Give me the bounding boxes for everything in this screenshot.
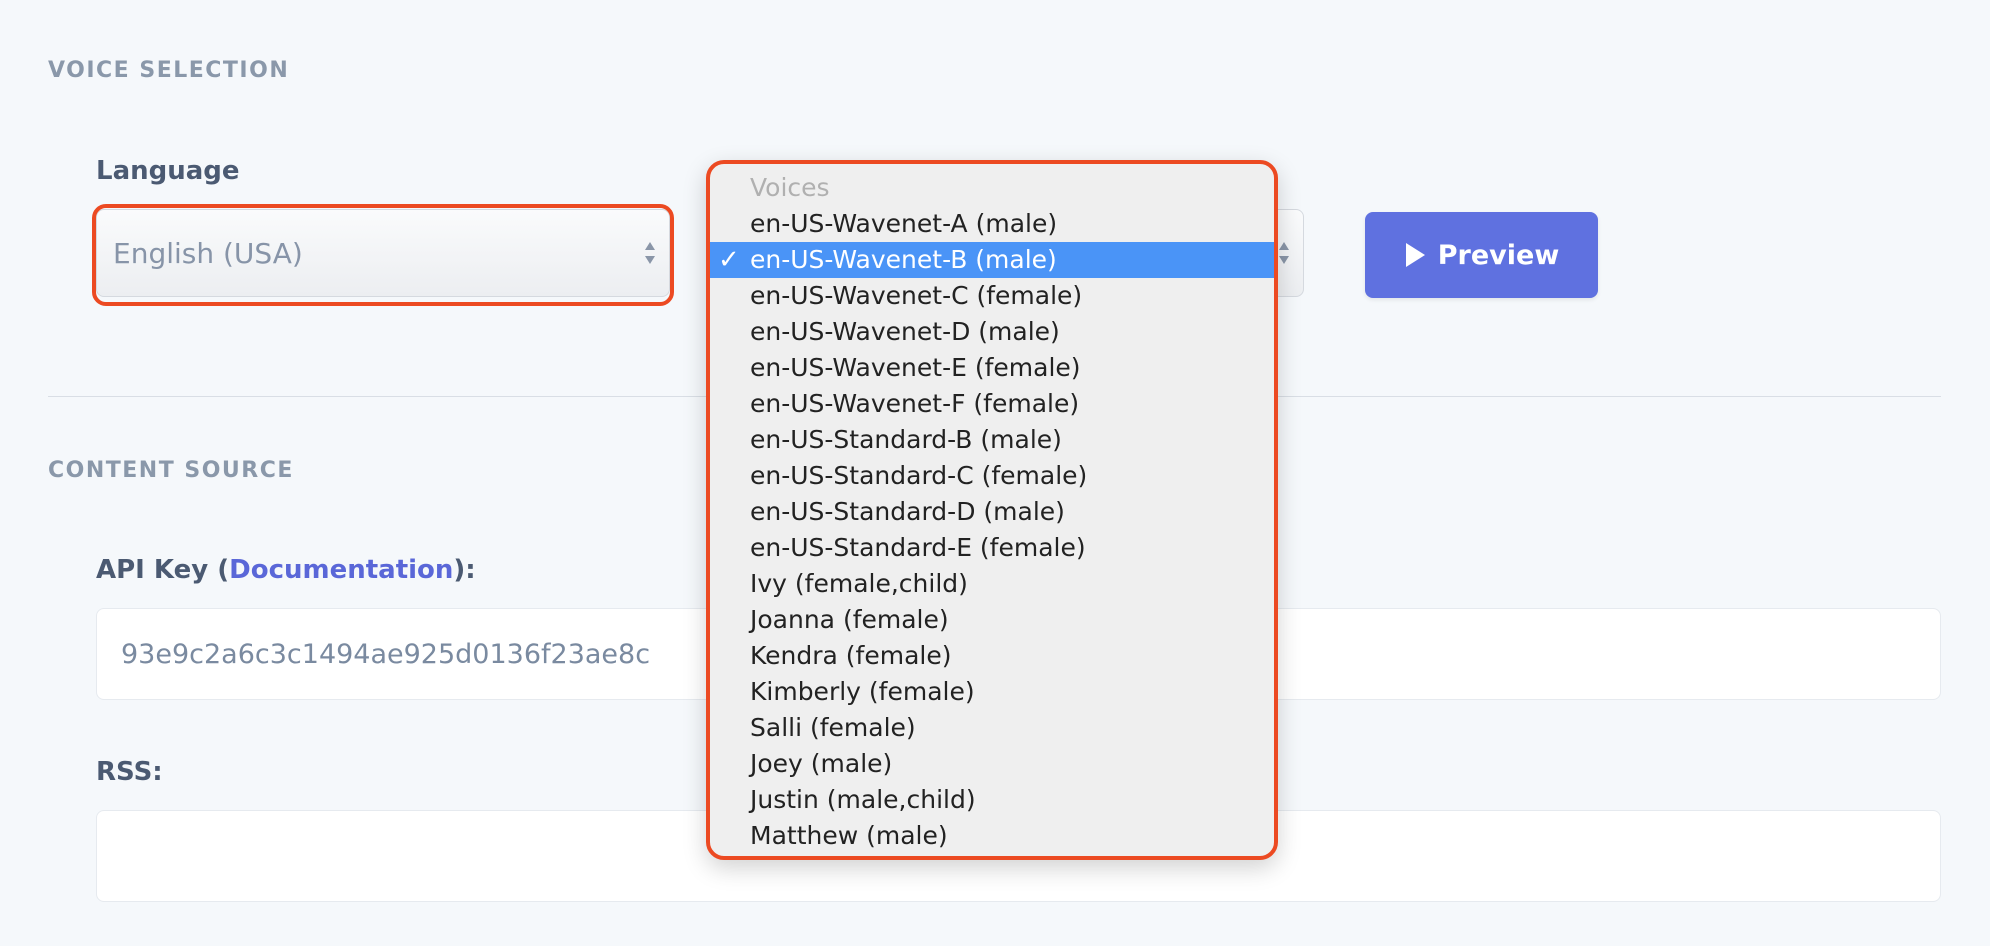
dropdown-option[interactable]: Ivy (female,child) — [710, 566, 1274, 602]
voice-selection-heading: VOICE SELECTION — [48, 58, 290, 83]
api-key-label-suffix: ): — [453, 555, 476, 585]
play-icon — [1405, 243, 1425, 267]
dropdown-option[interactable]: en-US-Standard-C (female) — [710, 458, 1274, 494]
updown-chevron-icon — [645, 242, 655, 264]
dropdown-option-label: en-US-Standard-C (female) — [750, 461, 1088, 490]
dropdown-option-label: en-US-Wavenet-F (female) — [750, 389, 1080, 418]
dropdown-option-label: Joey (male) — [750, 749, 893, 778]
dropdown-option[interactable]: en-US-Standard-D (male) — [710, 494, 1274, 530]
dropdown-option[interactable]: Matthew (male) — [710, 818, 1274, 854]
content-source-heading: CONTENT SOURCE — [48, 458, 294, 483]
dropdown-option-label: en-US-Wavenet-C (female) — [750, 281, 1083, 310]
dropdown-option[interactable]: en-US-Wavenet-D (male) — [710, 314, 1274, 350]
api-key-label-prefix: API Key ( — [96, 555, 230, 585]
language-select-value: English (USA) — [113, 236, 303, 270]
preview-button[interactable]: Preview — [1365, 212, 1598, 298]
dropdown-option[interactable]: en-US-Wavenet-E (female) — [710, 350, 1274, 386]
rss-label: RSS: — [96, 757, 163, 787]
dropdown-option[interactable]: Kendra (female) — [710, 638, 1274, 674]
updown-chevron-icon — [1279, 242, 1289, 264]
dropdown-option-label: Salli (female) — [750, 713, 916, 742]
dropdown-option-label: en-US-Wavenet-E (female) — [750, 353, 1081, 382]
dropdown-option[interactable]: ✓ en-US-Wavenet-B (male) — [710, 242, 1274, 278]
dropdown-option[interactable]: Joanna (female) — [710, 602, 1274, 638]
dropdown-option[interactable]: en-US-Standard-E (female) — [710, 530, 1274, 566]
dropdown-group-label: Voices — [750, 173, 830, 202]
dropdown-option[interactable]: en-US-Wavenet-F (female) — [710, 386, 1274, 422]
dropdown-option[interactable]: Kimberly (female) — [710, 674, 1274, 710]
api-key-value: 93e9c2a6c3c1494ae925d0136f23ae8c — [121, 638, 651, 670]
dropdown-option-label: Kendra (female) — [750, 641, 952, 670]
dropdown-option-label: en-US-Standard-E (female) — [750, 533, 1086, 562]
language-label: Language — [96, 156, 240, 186]
dropdown-option[interactable]: Joey (male) — [710, 746, 1274, 782]
dropdown-option-label: en-US-Wavenet-B (male) — [750, 245, 1057, 274]
dropdown-option[interactable]: en-US-Wavenet-A (male) — [710, 206, 1274, 242]
dropdown-option-label: en-US-Wavenet-A (male) — [750, 209, 1058, 238]
dropdown-option-label: Matthew (male) — [750, 821, 948, 850]
api-key-label: API Key (Documentation): — [96, 555, 476, 585]
dropdown-option-label: en-US-Wavenet-D (male) — [750, 317, 1060, 346]
dropdown-option-label: Joanna (female) — [750, 605, 949, 634]
language-select[interactable]: English (USA) — [96, 209, 670, 297]
dropdown-option-label: en-US-Standard-B (male) — [750, 425, 1062, 454]
dropdown-option[interactable]: Salli (female) — [710, 710, 1274, 746]
dropdown-option-label: en-US-Standard-D (male) — [750, 497, 1065, 526]
voice-dropdown-menu[interactable]: Voices en-US-Wavenet-A (male) ✓ en-US-Wave… — [706, 160, 1278, 860]
checkmark-icon: ✓ — [718, 245, 740, 275]
dropdown-option-label: Justin (male,child) — [750, 785, 976, 814]
documentation-link[interactable]: Documentation — [229, 555, 454, 585]
dropdown-option[interactable]: Justin (male,child) — [710, 782, 1274, 818]
dropdown-option[interactable]: en-US-Standard-B (male) — [710, 422, 1274, 458]
dropdown-option-label: Ivy (female,child) — [750, 569, 968, 598]
dropdown-option-label: Kimberly (female) — [750, 677, 975, 706]
preview-button-label: Preview — [1437, 239, 1560, 271]
dropdown-option[interactable]: en-US-Wavenet-C (female) — [710, 278, 1274, 314]
